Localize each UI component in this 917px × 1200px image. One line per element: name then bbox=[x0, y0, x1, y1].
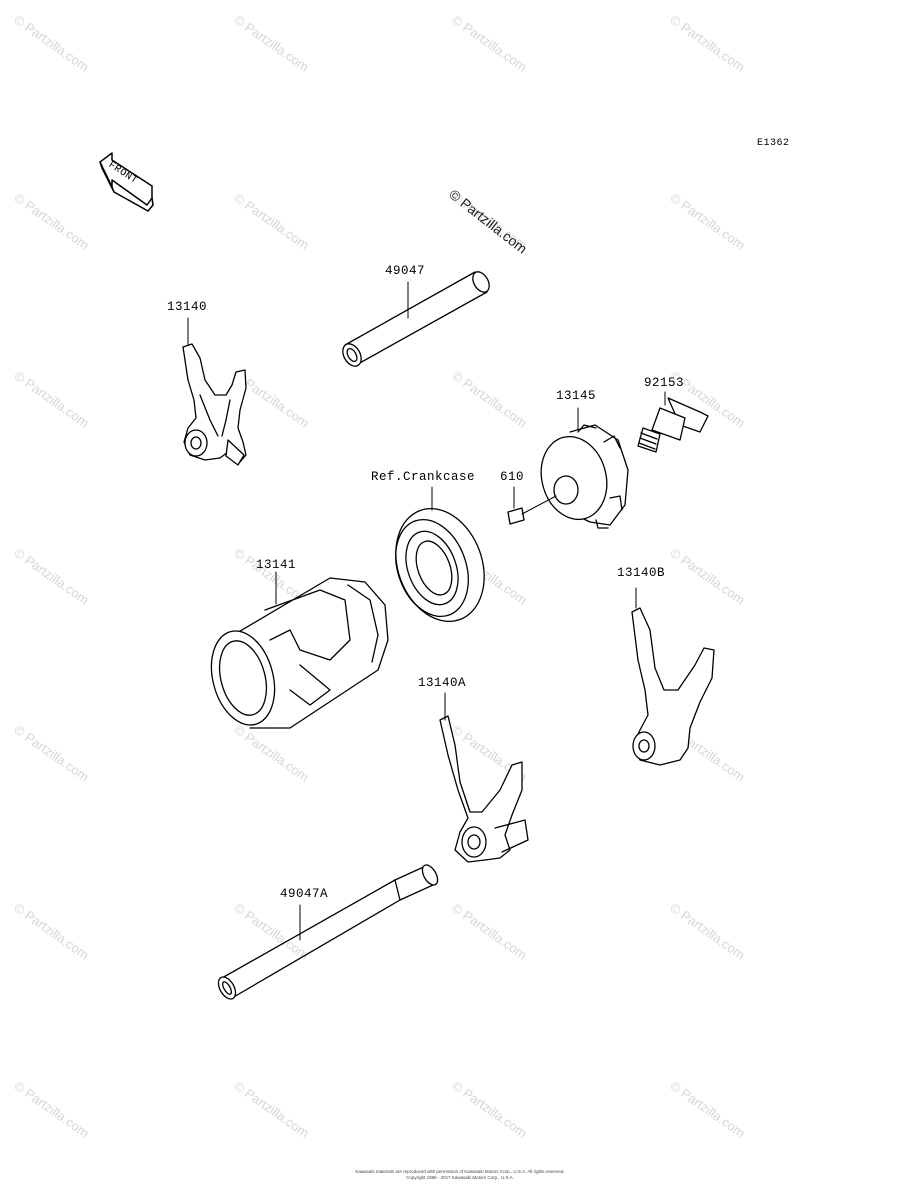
part-label-49047: 49047 bbox=[385, 264, 426, 278]
part-label-13140A: 13140A bbox=[418, 676, 467, 690]
part-label-49047A: 49047A bbox=[280, 887, 329, 901]
part-label-13141: 13141 bbox=[256, 558, 297, 572]
part-label-610: 610 bbox=[500, 470, 525, 484]
part-label-13145: 13145 bbox=[556, 389, 597, 403]
diagram-code: E1362 bbox=[757, 138, 790, 149]
front-arrow-icon bbox=[99, 152, 154, 212]
footer-line-1: Kawasaki materials are reproduced with p… bbox=[355, 1169, 565, 1174]
part-13140 bbox=[182, 317, 247, 466]
part-13140A bbox=[439, 692, 529, 863]
part-92153 bbox=[637, 391, 709, 453]
part-label-ref-crankcase: Ref.Crankcase bbox=[371, 470, 476, 484]
part-label-13140B: 13140B bbox=[617, 566, 666, 580]
part-13140B bbox=[631, 587, 715, 766]
part-49047A bbox=[217, 864, 439, 1000]
part-label-13140: 13140 bbox=[167, 300, 208, 314]
part-label-92153: 92153 bbox=[644, 376, 685, 390]
part-ref-crankcase bbox=[395, 486, 485, 623]
part-13141 bbox=[210, 571, 389, 729]
footer-line-2: Copyright 1995 - 2017 Kawasaki Motors Co… bbox=[406, 1175, 514, 1180]
part-13145 bbox=[540, 407, 629, 529]
part-49047 bbox=[342, 271, 490, 367]
copyright-footer: Kawasaki materials are reproduced with p… bbox=[330, 1169, 590, 1181]
part-610 bbox=[507, 486, 557, 525]
